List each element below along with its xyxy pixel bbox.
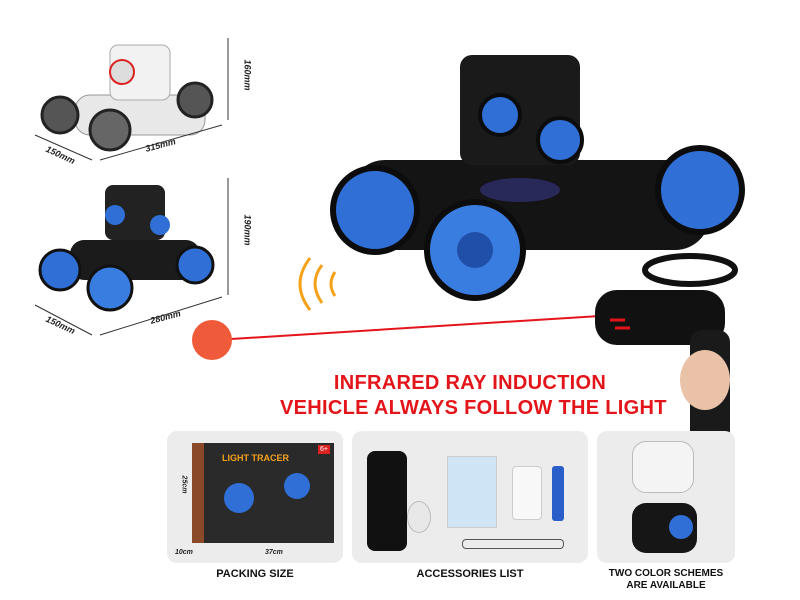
bottle-item <box>512 466 542 520</box>
remote-controller <box>595 253 738 460</box>
water-beads-pack <box>447 456 497 528</box>
light-spot <box>192 320 232 360</box>
box-width: 37cm <box>265 549 283 556</box>
white-turret <box>632 441 694 493</box>
controller-item <box>367 451 407 551</box>
box-title: LIGHT TRACER <box>222 453 289 463</box>
white-car <box>40 44 214 152</box>
box-height: 25cm <box>180 475 188 494</box>
packing-size-label: PACKING SIZE <box>216 568 294 580</box>
packing-panel: LIGHT TRACER 6+ 25cm 10cm 37cm <box>167 431 343 563</box>
color-schemes-panel <box>597 431 735 563</box>
signal-waves-icon <box>298 257 337 311</box>
egg-item <box>407 501 431 533</box>
headline-line1: INFRARED RAY INDUCTION <box>333 372 607 394</box>
usb-cable <box>462 539 564 549</box>
headline-line2: VEHICLE ALWAYS FOLLOW THE LIGHT <box>280 397 667 419</box>
black-car-height: 190mm <box>242 214 253 246</box>
white-car-height: 160mm <box>242 59 253 91</box>
laser-beam <box>214 315 601 341</box>
age-badge: 6+ <box>318 445 330 454</box>
battery-item <box>552 466 564 521</box>
accessories-panel <box>352 431 588 563</box>
color-schemes-label-line2: ARE AVAILABLE <box>626 580 706 591</box>
box-depth: 10cm <box>175 549 193 556</box>
color-schemes-label: TWO COLOR SCHEMES ARE AVAILABLE <box>580 568 752 592</box>
package-box: LIGHT TRACER 6+ <box>192 443 334 543</box>
color-schemes-label-line1: TWO COLOR SCHEMES <box>608 568 724 579</box>
black-car <box>38 185 215 312</box>
accessories-label: ACCESSORIES LIST <box>416 568 524 580</box>
dimension-lines <box>34 38 229 336</box>
main-car <box>330 55 745 301</box>
black-turret <box>632 503 697 553</box>
